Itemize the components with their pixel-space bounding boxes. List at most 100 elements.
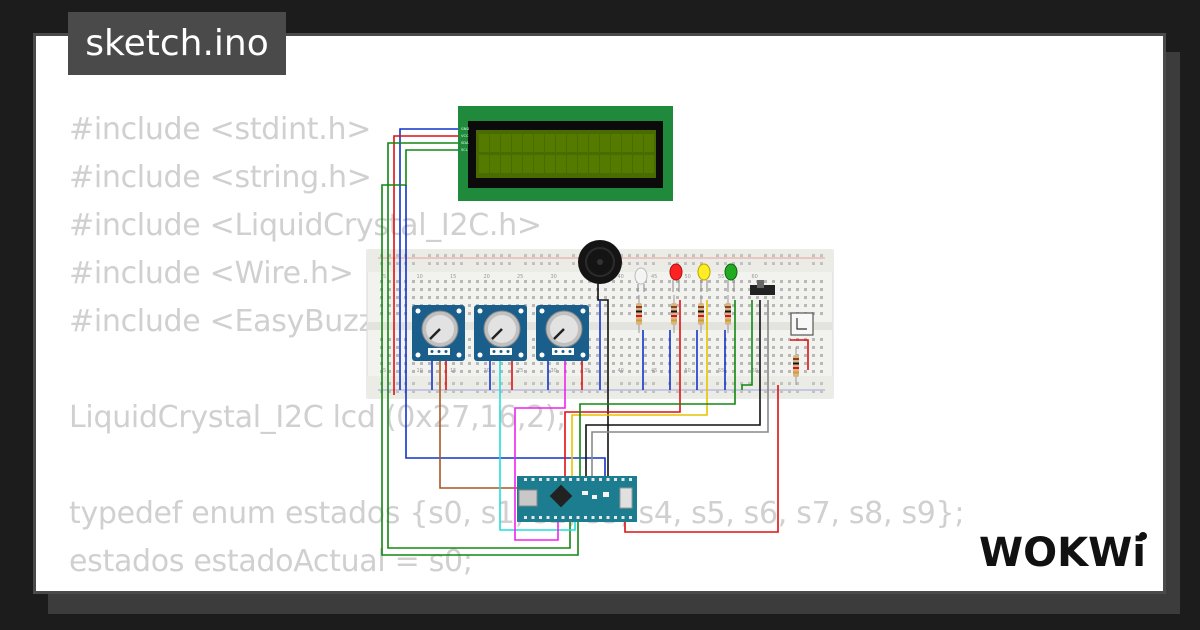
resistor-4[interactable] <box>725 295 731 333</box>
resistor-1[interactable] <box>636 295 642 333</box>
potentiometer-1[interactable] <box>412 305 465 361</box>
lcd-cell <box>644 155 654 173</box>
lcd-cell <box>490 134 500 152</box>
column-label: 35 <box>584 368 590 374</box>
code-line: estados estadoActual = s0; <box>69 544 473 579</box>
resistor-3[interactable] <box>698 295 704 333</box>
lcd-cell <box>622 134 632 152</box>
lcd-cell <box>589 134 599 152</box>
lcd-cell <box>578 155 588 173</box>
lcd-cell <box>501 134 511 152</box>
column-label: 5 <box>383 368 386 374</box>
lcd-cell <box>501 155 511 173</box>
column-label: 50 <box>685 274 691 280</box>
wokwi-logo: WOKWi <box>979 530 1147 576</box>
slide-switch[interactable] <box>750 280 775 295</box>
code-preview: #include <stdint.h> #include <string.h> #i… <box>69 106 965 591</box>
column-label: 10 <box>417 274 423 280</box>
column-label: 5 <box>383 274 386 280</box>
wire-black-buzzer <box>597 282 609 478</box>
wire-gray-switch <box>591 300 769 478</box>
column-label: 25 <box>517 274 523 280</box>
resistors[interactable] <box>636 295 799 385</box>
arduino-nano[interactable] <box>517 476 637 522</box>
wire-green-lcd-scl <box>381 149 579 556</box>
column-label: 40 <box>618 368 624 374</box>
resistor-2[interactable] <box>671 295 677 333</box>
lcd-cell <box>578 134 588 152</box>
lcd-cell <box>622 155 632 173</box>
potentiometers[interactable] <box>412 305 589 361</box>
wire-green-switch <box>741 300 753 390</box>
wire-green-lcd-sda <box>387 142 571 549</box>
arduino-pins <box>524 478 632 519</box>
svg-text:GND: GND <box>461 127 469 131</box>
led-white <box>634 267 648 292</box>
lcd-cell <box>633 134 643 152</box>
wire-red-led <box>564 300 681 478</box>
lcd-cell <box>556 155 566 173</box>
lcd-display[interactable]: GND VCC SDA SCL <box>458 106 673 201</box>
column-label: 60 <box>752 274 758 280</box>
led-yellow <box>697 263 711 292</box>
lcd-cell <box>523 134 533 152</box>
led-green <box>724 263 738 292</box>
column-label: 15 <box>450 274 456 280</box>
wire-yellow-led <box>571 300 708 478</box>
wire-black-switch <box>585 300 761 478</box>
lcd-cell <box>545 155 555 173</box>
column-label: 10 <box>417 368 423 374</box>
lcd-cell <box>567 134 577 152</box>
lcd-cell <box>589 155 599 173</box>
push-button[interactable] <box>790 312 814 336</box>
column-label: 50 <box>685 368 691 374</box>
lcd-cell <box>534 155 544 173</box>
wire-magenta-pot3 <box>514 360 566 541</box>
code-line: LiquidCrystal_I2C lcd (0x27,16,2); <box>69 400 567 435</box>
wire-red-5v <box>624 385 779 533</box>
lcd-cell <box>512 134 522 152</box>
file-tab[interactable]: sketch.ino <box>68 12 286 75</box>
lcd-cell <box>490 155 500 173</box>
lcd-cell <box>600 134 610 152</box>
lcd-cell <box>512 155 522 173</box>
column-label: 45 <box>651 274 657 280</box>
code-line: #include <stdint.h> <box>69 112 372 147</box>
lcd-cell <box>534 134 544 152</box>
leds[interactable] <box>634 263 738 292</box>
column-label: 30 <box>551 368 557 374</box>
potentiometer-2[interactable] <box>474 305 527 361</box>
lcd-cell <box>611 134 621 152</box>
wire-blue-gnd <box>405 185 606 478</box>
code-line: #include <string.h> <box>69 160 372 195</box>
column-label: 55 <box>718 274 724 280</box>
column-label: 40 <box>618 274 624 280</box>
column-label: 25 <box>517 368 523 374</box>
code-line: #include <Wire.h> <box>69 256 354 291</box>
lcd-cell <box>633 155 643 173</box>
code-line: typedef enum estados {s0, s1, s2, s3, s4… <box>69 496 965 531</box>
column-label: 15 <box>450 368 456 374</box>
potentiometer-3[interactable] <box>536 305 589 361</box>
lcd-cell <box>611 155 621 173</box>
column-label: 45 <box>651 368 657 374</box>
buzzer[interactable] <box>578 240 622 284</box>
wire-red-button <box>790 339 809 370</box>
column-label: 20 <box>484 274 490 280</box>
lcd-cell <box>545 134 555 152</box>
lcd-cell <box>479 155 489 173</box>
wire-blue-lcd-gnd <box>399 128 458 390</box>
code-line: #include <LiquidCrystal_I2C.h> <box>69 208 542 243</box>
column-label: 30 <box>551 274 557 280</box>
svg-text:WOKWi: WOKWi <box>979 530 1146 576</box>
resistor-5[interactable] <box>793 347 799 385</box>
wire-cyan-pot2 <box>499 360 576 531</box>
wire-red-lcd-vcc <box>393 135 458 395</box>
led-red <box>669 263 683 292</box>
svg-text:VCC: VCC <box>461 134 469 138</box>
svg-text:SCL: SCL <box>461 148 468 152</box>
lcd-cell <box>523 155 533 173</box>
lcd-cell <box>567 155 577 173</box>
svg-text:SDA: SDA <box>461 141 469 145</box>
